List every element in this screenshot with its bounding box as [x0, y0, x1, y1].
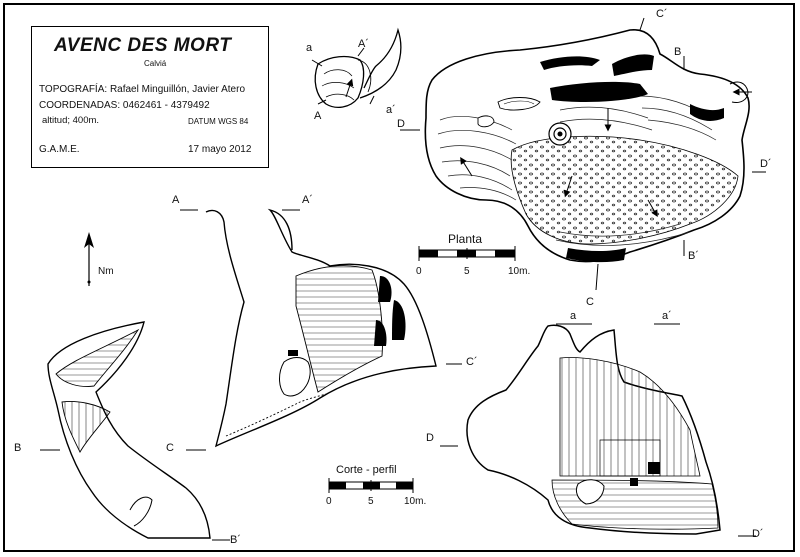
section-label-a-profile: a [570, 310, 577, 322]
section-label-C-prime-plan: C´ [656, 8, 668, 20]
section-label-B-plan: B [674, 46, 682, 58]
plan-scale-tick-0: 0 [416, 266, 422, 277]
section-label-A-small: A [314, 110, 322, 122]
section-label-D-plan: D [397, 118, 405, 130]
outer-frame [3, 3, 795, 552]
profile-scale-bar [328, 478, 414, 493]
profile-scale-tick-5: 5 [368, 496, 374, 507]
section-label-B-prime-profile: B´ [230, 534, 241, 546]
profile-scale-title: Corte - perfil [336, 464, 397, 476]
plan-scale-tick-5: 5 [464, 266, 470, 277]
cave-plan [400, 17, 766, 291]
title-block: AVENC DES MORT Calviá TOPOGRAFÍA: Rafael… [31, 26, 269, 168]
cave-name: AVENC DES MORT [54, 35, 232, 56]
coordinates: COORDENADAS: 0462461 - 4379492 [39, 100, 210, 111]
section-label-a-prime-profile: a´ [662, 310, 672, 322]
plan-scale-title: Planta [448, 232, 483, 246]
plan-scale-bar [418, 246, 516, 261]
north-arrow-icon [84, 232, 94, 286]
plan-scale-tick-10: 10m. [508, 266, 531, 277]
profile-c [180, 208, 462, 451]
section-label-A-prime-profile: A´ [302, 194, 313, 206]
section-label-B-profile: B [14, 442, 22, 454]
profile-d [440, 323, 756, 537]
section-label-C-profile: C [166, 442, 174, 454]
group-name: G.A.M.E. [39, 144, 80, 155]
section-label-D-prime-profile: D´ [752, 528, 764, 540]
section-label-D-profile: D [426, 432, 434, 444]
section-label-B-prime-plan: B´ [688, 250, 699, 262]
altitude: altitud; 400m. [42, 115, 100, 126]
surveyors: TOPOGRAFÍA: Rafael Minguillón, Javier At… [39, 84, 246, 95]
profile-scale-tick-0: 0 [326, 496, 332, 507]
section-label-C-plan: C [586, 296, 594, 308]
entrance-plan [311, 27, 402, 109]
section-label-C-prime-profile: C´ [466, 356, 478, 368]
profile-b [40, 321, 230, 541]
survey-date: 17 mayo 2012 [188, 144, 252, 155]
north-label: Nm [98, 266, 114, 277]
section-label-a-prime-upper: A´ [358, 38, 369, 50]
section-label-a-prime: a´ [386, 104, 396, 116]
profile-scale-tick-10: 10m. [404, 496, 427, 507]
municipality: Calviá [144, 59, 167, 68]
datum: DATUM WGS 84 [188, 117, 249, 126]
section-label-D-prime-plan: D´ [760, 158, 772, 170]
section-label-A-profile: A [172, 194, 180, 206]
section-label-a: a [306, 42, 313, 54]
